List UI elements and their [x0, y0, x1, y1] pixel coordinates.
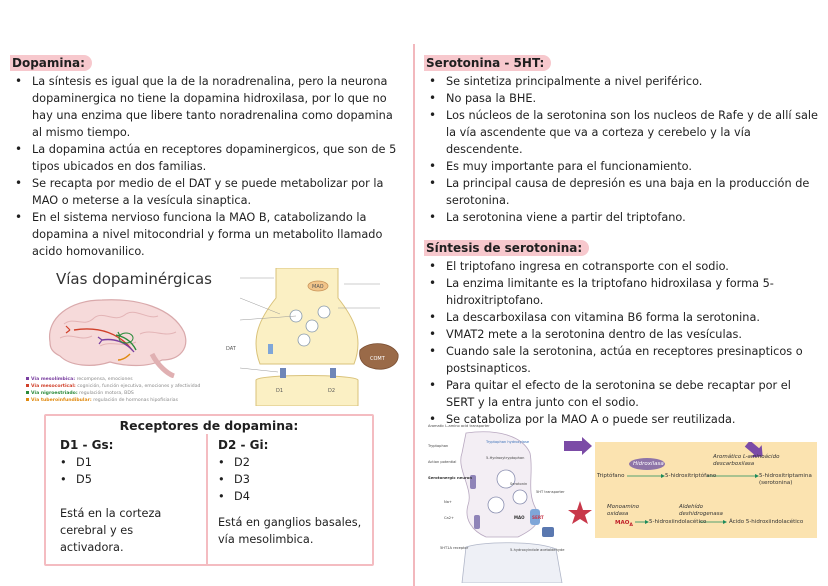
diagram-label: Tryptophan: [427, 444, 448, 448]
pathway-enzyme: Aromático L-aminoácido descarboxilasa: [713, 454, 780, 467]
pathway-compound: Triptófano: [597, 473, 625, 479]
receptor-family-d2: D2 - Gi: D2 D3 D4 Está en ganglios basal…: [218, 438, 368, 564]
serotonina-heading: Serotonina - 5HT:: [424, 55, 552, 71]
receptor-note: Está en la corteza cerebral y es activad…: [60, 507, 162, 554]
receptor-family-head: D2 - Gi:: [218, 438, 269, 452]
receptor-family-head: D1 - Gs:: [60, 438, 114, 452]
diagram-label: 5HT transporter: [536, 490, 565, 494]
bullet-item: VMAT2 mete a la serotonina dentro de las…: [424, 326, 820, 343]
sintesis-bullets: El triptofano ingresa en cotransporte co…: [424, 258, 820, 428]
diagram-label: Serotonergic neuron: [428, 475, 472, 480]
serotonin-pathway-box: Hidroxilasa Aromático L-aminoácido desca…: [595, 442, 817, 538]
serotonina-section: Serotonina - 5HT: Se sintetiza principal…: [424, 52, 820, 428]
bullet-item: Se cataboliza por la MAO A o puede ser r…: [424, 411, 820, 428]
brain-illustration: [49, 299, 187, 378]
legend-item: Vía tuberoinfundibular: regulación de ho…: [26, 397, 200, 404]
diagram-label: 5HT1A receptor: [440, 546, 469, 550]
diagram-label: Action potential: [428, 460, 456, 464]
vias-title: Vías dopaminérgicas: [56, 270, 212, 288]
pathway-compound: 5-hidroxitriptófano: [665, 473, 717, 479]
pathway-compound: 5-hidroxiindolacético: [649, 519, 707, 525]
receptor-item: D5: [60, 471, 205, 488]
bullet-item: Se sintetiza principalmente a nivel peri…: [424, 73, 820, 90]
receptor-note: Está en ganglios basales, vía mesolimbic…: [218, 516, 362, 546]
receptor-family-d1: D1 - Gs: D1 D5 Está en la corteza cerebr…: [60, 438, 205, 564]
synapse-label: COMT: [370, 356, 386, 362]
receptores-title: Receptores de dopamina:: [119, 418, 299, 433]
bullet-item: En el sistema nervioso funciona la MAO B…: [10, 209, 402, 260]
receptores-separator: [206, 434, 208, 564]
bullet-item: No pasa la BHE.: [424, 90, 820, 107]
pathway-compound: 5-hidroxitriptamina (serotonina): [759, 473, 812, 486]
receptor-item: D3: [218, 471, 368, 488]
diagram-label: Tryptophan hydroxylase: [485, 440, 530, 444]
diagram-label: 5-Hydroxytryptophan: [486, 456, 524, 460]
serotonin-neuron-diagram: Aromatic L-amino acid transporter Trypto…: [427, 424, 592, 583]
bullet-item: La enzima limitante es la triptofano hid…: [424, 275, 820, 309]
bullet-item: La serotonina viene a partir del triptof…: [424, 209, 820, 226]
diagram-label: Ca2+: [444, 516, 454, 520]
receptor-item: D1: [60, 454, 205, 471]
diagram-label: 5-hydroxyindole acetaldehyde: [510, 548, 565, 552]
pathway-enzyme: Monoamino oxidasa: [607, 504, 640, 517]
receptores-box: Receptores de dopamina: D1 - Gs: D1 D5 E…: [44, 414, 374, 566]
bullet-item: El triptofano ingresa en cotransporte co…: [424, 258, 820, 275]
diagram-label: Aromatic L-amino acid transporter: [428, 424, 490, 428]
receptor-list: D1 D5: [60, 454, 205, 488]
synapse-label: MAO: [312, 284, 324, 290]
receptor-item: D4: [218, 488, 368, 505]
bullet-item: Para quitar el efecto de la serotonina s…: [424, 377, 820, 411]
legend-item: Vía mesolímbica: recompensa, emociones: [26, 376, 200, 383]
legend-item: Vía mesocortical: cognición, función eje…: [26, 383, 200, 390]
bullet-item: Es muy importante para el funcionamiento…: [424, 158, 820, 175]
bullet-item: La dopamina actúa en receptores dopamine…: [10, 141, 402, 175]
sintesis-heading: Síntesis de serotonina:: [424, 240, 590, 256]
receptor-item: D2: [218, 454, 368, 471]
bullet-item: La principal causa de depresión es una b…: [424, 175, 820, 209]
pathway-compound: Ácido 5-hidroxiindolacético: [729, 519, 804, 525]
dopamina-bullets: La síntesis es igual que la de la noradr…: [10, 73, 402, 260]
dopaminergic-pathways-figure: Vías dopaminérgicas Vía mesolímbica: rec…: [10, 268, 216, 406]
bullet-item: Los núcleos de la serotonina son los nuc…: [424, 107, 820, 158]
pathway-enzyme: Hidroxilasa: [633, 461, 664, 467]
pathway-arrows: [627, 442, 763, 524]
diagram-label: Na+: [444, 500, 452, 504]
bullet-item: Se recapta por medio de el DAT y se pued…: [10, 175, 402, 209]
synapse-label: DAT: [226, 346, 237, 352]
dopamina-heading: Dopamina:: [10, 55, 92, 71]
serotonina-bullets: Se sintetiza principalmente a nivel peri…: [424, 73, 820, 226]
diagram-label: MAO: [514, 515, 525, 520]
synapse-label: D2: [328, 388, 335, 394]
dopamine-figures: Vías dopaminérgicas Vía mesolímbica: rec…: [10, 268, 402, 406]
bullet-item: La descarboxilasa con vitamina B6 forma …: [424, 309, 820, 326]
bullet-item: Cuando sale la serotonina, actúa en rece…: [424, 343, 820, 377]
diagram-label: Serotonin: [510, 482, 527, 486]
diagram-label: SERT: [532, 515, 544, 520]
dopamina-section: Dopamina: La síntesis es igual que la de…: [10, 52, 402, 566]
pathways-legend: Vía mesolímbica: recompensa, emociones V…: [26, 376, 200, 404]
pathway-mao: MAOA: [615, 520, 633, 529]
dopamine-synapse-diagram: COMT DAT MAO D1 D2: [226, 268, 399, 406]
bullet-item: La síntesis es igual que la de la noradr…: [10, 73, 402, 141]
column-divider: [413, 44, 415, 586]
legend-item: Vía nigroestriado: regulación motora, BD…: [26, 390, 200, 397]
pathway-enzyme: Aldehído deshidrogenasa: [679, 504, 723, 517]
receptor-list: D2 D3 D4: [218, 454, 368, 505]
synapse-label: D1: [276, 388, 283, 394]
